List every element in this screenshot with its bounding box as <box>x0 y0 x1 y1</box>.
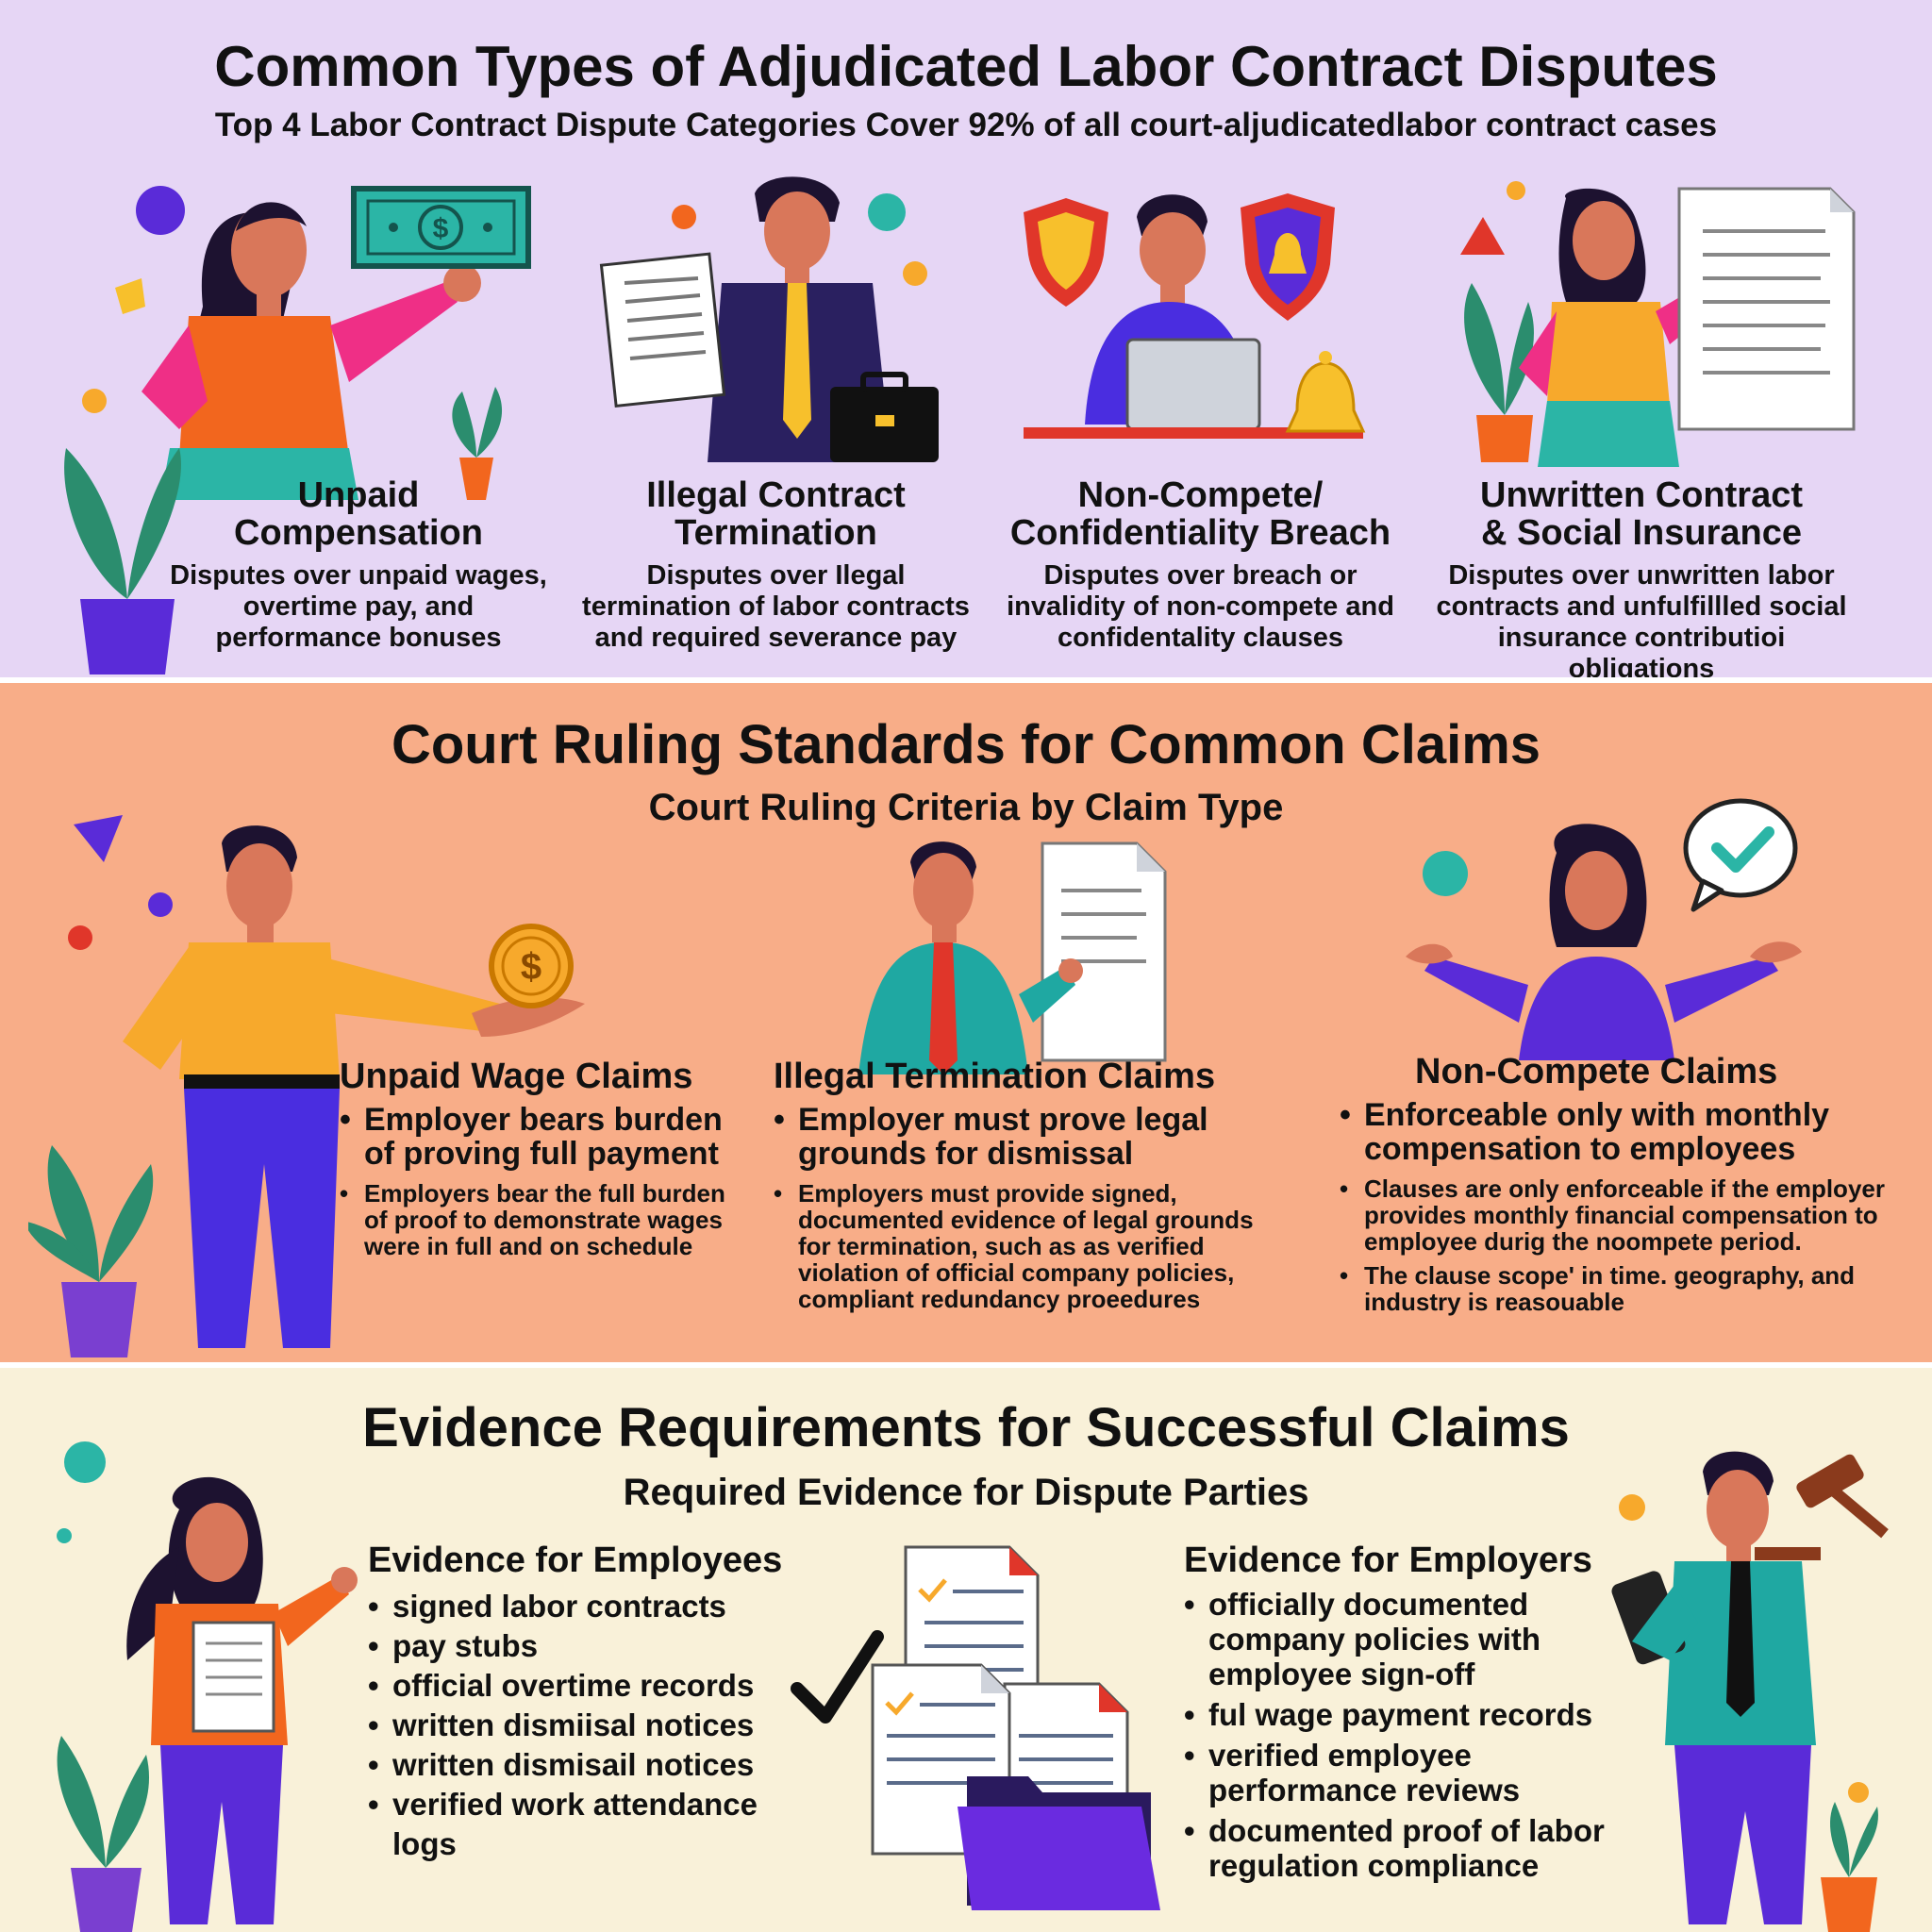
claim-title: Non-Compete Claims <box>1415 1052 1778 1091</box>
evidence-item: official overtime records <box>368 1666 821 1706</box>
section-title: Common Types of Adjudicated Labor Contra… <box>214 35 1718 98</box>
man-with-tablet-illustration <box>1611 1451 1889 1932</box>
claim-title: Unpaid Wage Claims <box>340 1057 693 1096</box>
woman-holding-paper-illustration <box>57 1441 358 1932</box>
evidence-section: Evidence Requirements for Successful Cla… <box>0 1368 1932 1932</box>
card-title-non-compete-breach: Non-Compete/ Confidentiality Breach <box>1009 475 1391 553</box>
documents-folder-illustration <box>791 1545 1160 1910</box>
claim-detail: Employers must provide signed, documente… <box>774 1180 1255 1312</box>
court-ruling-section: Court Ruling Standards for Common Claims… <box>0 683 1932 1362</box>
document-icon <box>1041 841 1167 1062</box>
card-title-unwritten-contract: Unwritten Contract & Social Insurance <box>1480 475 1803 553</box>
section-title: Evidence Requirements for Successful Cla… <box>362 1397 1570 1458</box>
claim-main-point: Enforceable only with monthly compensati… <box>1340 1098 1896 1166</box>
section-subtitle: Required Evidence for Dispute Parties <box>623 1472 1309 1513</box>
claim-illegal-termination: Illegal Termination Claims Employer must… <box>774 1056 1255 1320</box>
man-at-laptop-illustration <box>1024 193 1366 439</box>
woman-with-money-illustration: $ <box>64 186 531 675</box>
claim-unpaid-wage: Unpaid Wage Claims Employer bears burden… <box>340 1056 745 1267</box>
paper-icon <box>192 1621 275 1733</box>
evidence-item: documented proof of labor regulation com… <box>1184 1813 1656 1883</box>
section-title: Court Ruling Standards for Common Claims <box>391 714 1541 775</box>
man-with-contract-illustration <box>599 176 939 462</box>
claim-detail: The clause scope' in time. geography, an… <box>1340 1262 1896 1315</box>
evidence-item: verified work attendance logs <box>368 1785 821 1864</box>
bell-shield-icon <box>1241 193 1335 321</box>
card-desc-unwritten-contract: Disputes over unwritten labor contracts … <box>1436 560 1847 677</box>
dispute-types-section: Common Types of Adjudicated Labor Contra… <box>0 0 1932 677</box>
bell-icon <box>1285 351 1366 433</box>
card-title-illegal-termination: Illegal Contract Termination <box>646 475 906 553</box>
man-with-coin-illustration: $ <box>28 815 585 1357</box>
document-icon <box>1677 187 1856 431</box>
svg-text:$: $ <box>433 213 449 244</box>
woman-with-document-illustration <box>1460 181 1856 467</box>
evidence-item: pay stubs <box>368 1626 821 1666</box>
gavel-icon <box>1755 1454 1889 1560</box>
section-divider <box>0 677 1932 683</box>
woman-shrugging-illustration <box>1406 798 1802 1060</box>
claim-detail: Clauses are only enforceable if the empl… <box>1340 1175 1896 1255</box>
evidence-item: written dismiisal notices <box>368 1706 821 1745</box>
evidence-item: signed labor contracts <box>368 1587 821 1626</box>
evidence-item: ful wage payment records <box>1184 1697 1656 1732</box>
section-subtitle: Top 4 Labor Contract Dispute Categories … <box>214 107 1718 143</box>
evidence-item: officially documented company policies w… <box>1184 1587 1656 1691</box>
svg-text:$: $ <box>521 946 541 988</box>
card-desc-illegal-termination: Disputes over Ilegal termination of labo… <box>582 560 970 653</box>
evidence-title: Evidence for Employers <box>1184 1541 1592 1580</box>
evidence-title: Evidence for Employees <box>368 1541 783 1580</box>
section-subtitle: Court Ruling Criteria by Claim Type <box>648 787 1284 828</box>
money-bill-icon: $ <box>351 186 531 269</box>
card-title-unpaid-compensation: Unpaid Compensation <box>234 475 483 553</box>
card-desc-non-compete-breach: Disputes over breach or invalidity of no… <box>1007 560 1394 653</box>
checkmark-bubble-icon <box>1683 798 1798 912</box>
contract-document-icon <box>599 252 726 408</box>
claim-non-compete: Non-Compete Claims Enforceable only with… <box>1340 1051 1896 1323</box>
section-divider <box>0 1362 1932 1368</box>
claim-main-point: Employer bears burden of proving full pa… <box>340 1103 745 1171</box>
claim-title: Illegal Termination Claims <box>774 1057 1216 1096</box>
claim-main-point: Employer must prove legal grounds for di… <box>774 1103 1255 1171</box>
evidence-item: written dismisail notices <box>368 1745 821 1785</box>
claim-detail: Employers bear the full burden of proof … <box>340 1180 745 1259</box>
coin-icon: $ <box>489 924 574 1008</box>
shield-icon <box>1024 198 1108 307</box>
man-with-document-illustration <box>858 841 1167 1074</box>
evidence-employers: Evidence for Employers officially docume… <box>1184 1540 1656 1889</box>
evidence-employees: Evidence for Employees signed labor cont… <box>368 1540 821 1864</box>
folder-icon <box>958 1776 1160 1910</box>
card-desc-unpaid-compensation: Disputes over unpaid wages, overtime pay… <box>170 560 547 653</box>
evidence-item: verified employee performance reviews <box>1184 1738 1656 1807</box>
